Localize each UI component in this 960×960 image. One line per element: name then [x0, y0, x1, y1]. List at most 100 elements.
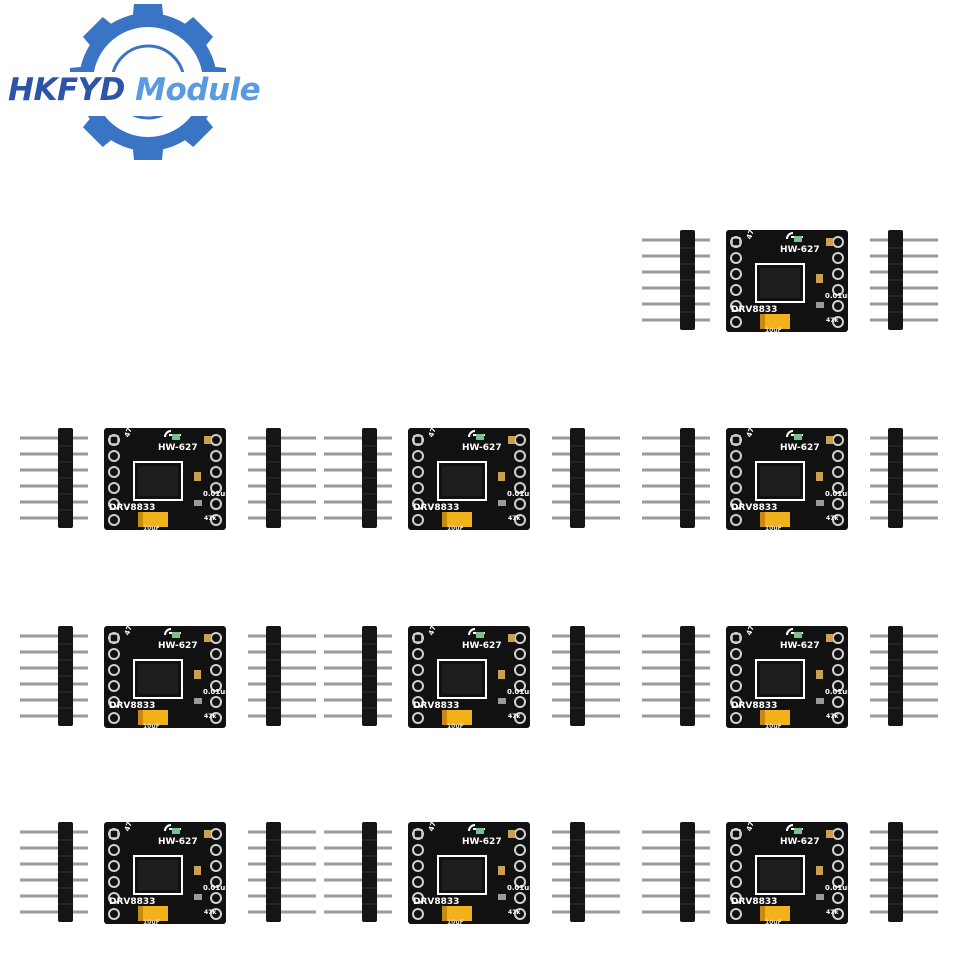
module-graphic	[642, 230, 938, 332]
silk-tantalum-label: 10uF	[143, 525, 160, 532]
left-pin-header	[642, 428, 710, 528]
silk-model-label: HW-627	[462, 837, 502, 847]
silk-tantalum-label: 10uF	[143, 919, 160, 926]
module-kit: HW-627 47k DRV8833 0.01uF 47k 10uF	[322, 620, 622, 734]
silk-chip-label: DRV8833	[731, 305, 778, 315]
drv8833-board	[726, 428, 848, 530]
silk-chip-label: DRV8833	[413, 701, 460, 711]
module-kit: HW-627 47k DRV8833 0.01uF 47k 10uF	[640, 422, 940, 536]
right-pin-header	[248, 626, 316, 726]
silk-capacitor-label: 0.01uF	[203, 884, 231, 892]
silk-resistor-small-label: 47k	[204, 515, 217, 522]
module-kit: HW-627 47k DRV8833 0.01uF 47k 10uF	[322, 816, 622, 930]
silk-capacitor-label: 0.01uF	[203, 688, 231, 696]
silk-chip-label: DRV8833	[109, 701, 156, 711]
left-pin-header	[642, 230, 710, 330]
right-pin-header	[870, 626, 938, 726]
silk-resistor-small-label: 47k	[508, 515, 521, 522]
silk-model-label: HW-627	[158, 641, 198, 651]
silk-tantalum-label: 10uF	[143, 723, 160, 730]
right-pin-header	[870, 230, 938, 330]
module-graphic	[20, 428, 316, 530]
silk-model-label: HW-627	[462, 443, 502, 453]
silk-model-label: HW-627	[462, 641, 502, 651]
silk-model-label: HW-627	[780, 837, 820, 847]
drv8833-board	[408, 626, 530, 728]
silk-model-label: HW-627	[780, 641, 820, 651]
silk-tantalum-label: 10uF	[765, 327, 782, 334]
silk-model-label: HW-627	[158, 443, 198, 453]
left-pin-header	[20, 626, 88, 726]
drv8833-board	[408, 822, 530, 924]
silk-model-label: HW-627	[780, 443, 820, 453]
brand-name-secondary: Module	[124, 72, 261, 108]
silk-resistor-small-label: 47k	[826, 515, 839, 522]
silk-tantalum-label: 10uF	[447, 723, 464, 730]
silk-model-label: HW-627	[158, 837, 198, 847]
silk-capacitor-label: 0.01uF	[825, 688, 853, 696]
silk-resistor-small-label: 47k	[508, 909, 521, 916]
right-pin-header	[552, 822, 620, 922]
silk-chip-label: DRV8833	[731, 701, 778, 711]
drv8833-board	[408, 428, 530, 530]
module-kit: HW-627 47k DRV8833 0.01uF 47k 10uF	[640, 224, 940, 338]
left-pin-header	[20, 428, 88, 528]
right-pin-header	[870, 822, 938, 922]
silk-tantalum-label: 10uF	[765, 723, 782, 730]
silk-capacitor-label: 0.01uF	[507, 490, 535, 498]
module-kit: HW-627 47k DRV8833 0.01uF 47k 10uF	[640, 816, 940, 930]
module-kit: HW-627 47k DRV8833 0.01uF 47k 10uF	[322, 422, 622, 536]
module-graphic	[642, 626, 938, 728]
silk-tantalum-label: 10uF	[447, 919, 464, 926]
silk-capacitor-label: 0.01uF	[507, 688, 535, 696]
silk-tantalum-label: 10uF	[447, 525, 464, 532]
silk-capacitor-label: 0.01uF	[825, 292, 853, 300]
silk-chip-label: DRV8833	[413, 503, 460, 513]
module-graphic	[324, 626, 620, 728]
module-kit: HW-627 47k DRV8833 0.01uF 47k 10uF	[18, 422, 318, 536]
module-graphic	[324, 822, 620, 924]
silk-capacitor-label: 0.01uF	[825, 490, 853, 498]
module-kit: HW-627 47k DRV8833 0.01uF 47k 10uF	[18, 620, 318, 734]
module-graphic	[324, 428, 620, 530]
drv8833-board	[104, 626, 226, 728]
brand-logo: HKFYD Module	[0, 0, 290, 175]
module-graphic	[20, 822, 316, 924]
drv8833-board	[726, 822, 848, 924]
silk-resistor-small-label: 47k	[204, 713, 217, 720]
silk-resistor-small-label: 47k	[508, 713, 521, 720]
silk-tantalum-label: 10uF	[765, 919, 782, 926]
right-pin-header	[248, 822, 316, 922]
module-kit: HW-627 47k DRV8833 0.01uF 47k 10uF	[640, 620, 940, 734]
left-pin-header	[324, 822, 392, 922]
silk-chip-label: DRV8833	[731, 897, 778, 907]
silk-tantalum-label: 10uF	[765, 525, 782, 532]
drv8833-board	[726, 626, 848, 728]
module-graphic	[642, 822, 938, 924]
left-pin-header	[324, 626, 392, 726]
silk-resistor-small-label: 47k	[204, 909, 217, 916]
silk-resistor-small-label: 47k	[826, 713, 839, 720]
left-pin-header	[642, 822, 710, 922]
right-pin-header	[552, 626, 620, 726]
silk-chip-label: DRV8833	[109, 503, 156, 513]
left-pin-header	[20, 822, 88, 922]
silk-model-label: HW-627	[780, 245, 820, 255]
gear-icon	[0, 4, 290, 160]
module-graphic	[642, 428, 938, 530]
brand-name-primary: HKFYD	[8, 72, 125, 108]
right-pin-header	[552, 428, 620, 528]
brand-name: HKFYD Module	[8, 72, 261, 108]
silk-resistor-small-label: 47k	[826, 317, 839, 324]
silk-chip-label: DRV8833	[109, 897, 156, 907]
drv8833-board	[726, 230, 848, 332]
silk-chip-label: DRV8833	[413, 897, 460, 907]
drv8833-board	[104, 428, 226, 530]
right-pin-header	[870, 428, 938, 528]
left-pin-header	[324, 428, 392, 528]
silk-capacitor-label: 0.01uF	[203, 490, 231, 498]
module-kit: HW-627 47k DRV8833 0.01uF 47k 10uF	[18, 816, 318, 930]
silk-resistor-small-label: 47k	[826, 909, 839, 916]
right-pin-header	[248, 428, 316, 528]
